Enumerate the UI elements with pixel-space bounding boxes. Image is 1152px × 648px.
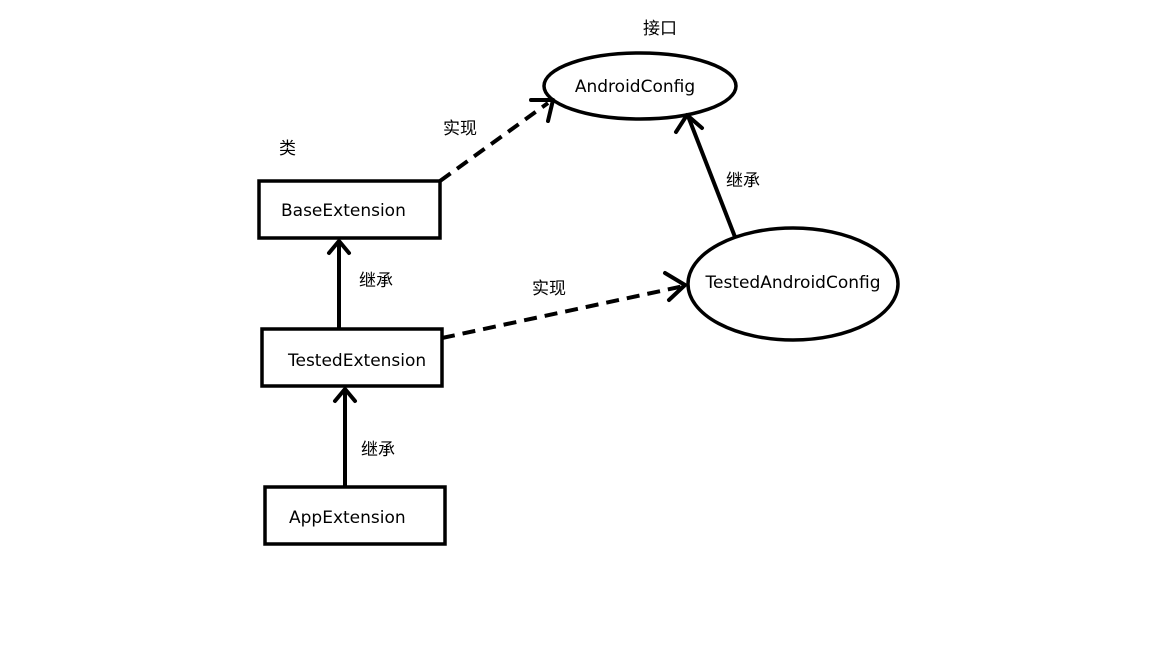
base-extension-box xyxy=(257,179,442,240)
tested-extension-box xyxy=(260,327,444,388)
tested-implements-arrow xyxy=(441,271,687,340)
tested-android-config-label: TestedAndroidConfig xyxy=(705,273,881,293)
tested-inherits-label: 继承 xyxy=(359,271,393,291)
config-inherits-line xyxy=(686,115,737,238)
app-extension-label: AppExtension xyxy=(289,508,406,528)
app-inherits-arrow xyxy=(333,387,357,487)
tested-inherits-arrowhead xyxy=(327,239,351,255)
base-extension-label: BaseExtension xyxy=(281,201,406,221)
base-extension-node: BaseExtension xyxy=(257,179,442,240)
android-config-node: AndroidConfig xyxy=(542,51,738,121)
app-extension-box xyxy=(263,485,447,546)
tested-extension-label: TestedExtension xyxy=(287,351,426,371)
config-inherits-arrow xyxy=(674,113,737,238)
tested-implements-arrowhead xyxy=(663,271,687,302)
base-implements-arrowhead xyxy=(529,98,555,123)
tested-android-config-ellipse xyxy=(686,226,900,342)
app-inherits-label: 继承 xyxy=(361,440,395,460)
base-implements-arrow xyxy=(438,98,555,183)
base-implements-line xyxy=(438,101,550,183)
android-config-label: AndroidConfig xyxy=(575,77,695,97)
tested-inherits-arrow xyxy=(327,239,351,329)
class-category-label: 类 xyxy=(279,139,296,159)
tested-implements-label: 实现 xyxy=(532,279,566,299)
android-config-ellipse xyxy=(542,51,738,121)
base-implements-label: 实现 xyxy=(443,119,477,139)
config-inherits-arrowhead xyxy=(674,113,704,134)
app-inherits-arrowhead xyxy=(333,387,357,403)
tested-android-config-node: TestedAndroidConfig xyxy=(686,226,900,342)
interface-category-label: 接口 xyxy=(643,19,677,39)
tested-extension-node: TestedExtension xyxy=(260,327,444,388)
app-extension-node: AppExtension xyxy=(263,485,447,546)
config-inherits-label: 继承 xyxy=(726,171,760,191)
